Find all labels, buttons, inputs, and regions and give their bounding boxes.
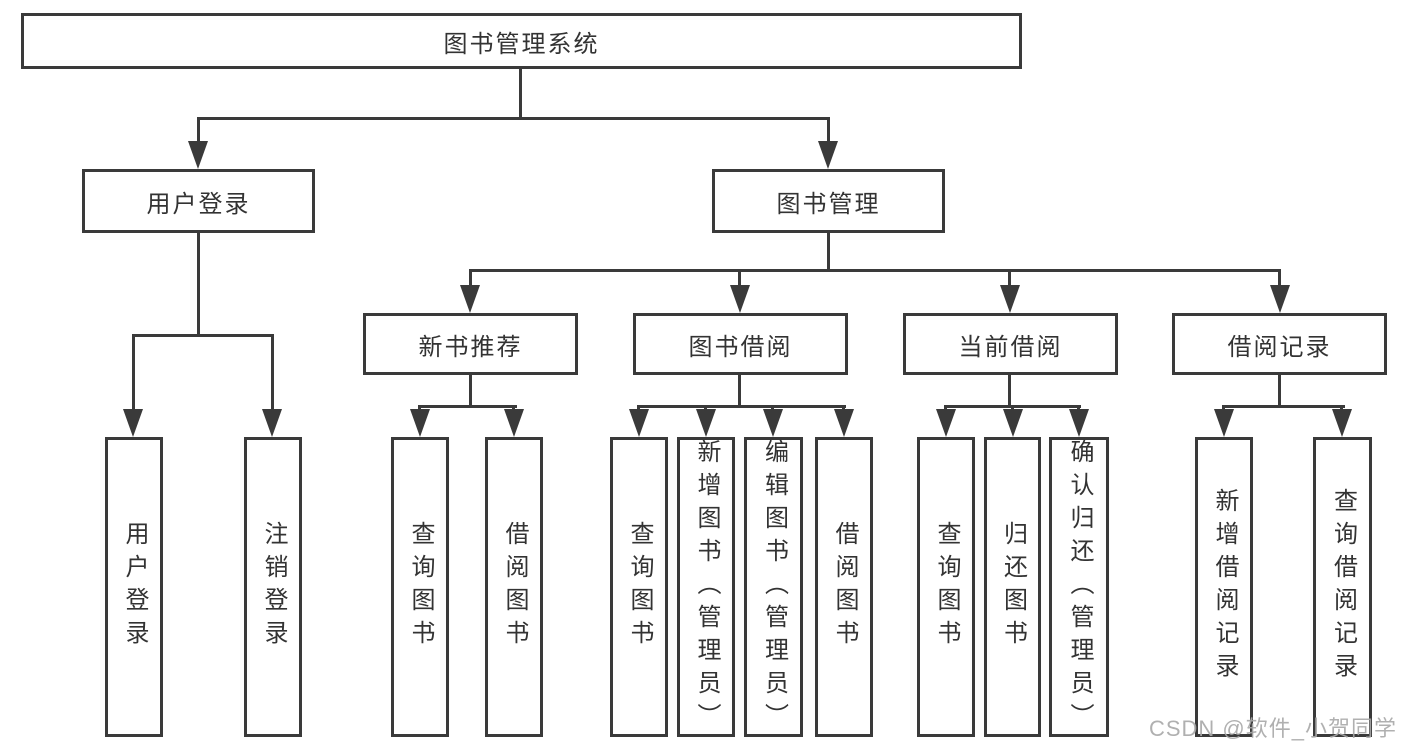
leaf-user-login: 用户登录 bbox=[105, 437, 163, 737]
connector-current-down bbox=[1008, 375, 1011, 407]
connector-management-down bbox=[827, 233, 830, 271]
leaf-query-books-recommend: 查询图书 bbox=[391, 437, 449, 737]
connector-stem-current bbox=[1008, 269, 1011, 288]
arrow-down-icon bbox=[1000, 285, 1020, 313]
arrow-down-icon bbox=[763, 409, 783, 437]
node-label: 图书借阅 bbox=[688, 333, 793, 361]
node-label: 查询图书 bbox=[626, 521, 653, 653]
arrow-down-icon bbox=[834, 409, 854, 437]
leaf-borrow-books: 借阅图书 bbox=[815, 437, 873, 737]
connector-borrowing-down bbox=[738, 375, 741, 407]
connector-stem-user-login bbox=[197, 117, 200, 145]
leaf-borrow-books-recommend: 借阅图书 bbox=[485, 437, 543, 737]
connector-new-book-down bbox=[469, 375, 472, 407]
node-user-login: 用户登录 bbox=[82, 169, 315, 233]
arrow-down-icon bbox=[629, 409, 649, 437]
node-label: 借阅图书 bbox=[501, 521, 528, 653]
leaf-query-borrow-record: 查询借阅记录 bbox=[1313, 437, 1372, 737]
leaf-confirm-return-admin: 确认归还（管理员） bbox=[1049, 437, 1109, 737]
arrow-down-icon bbox=[1214, 409, 1234, 437]
leaf-return-books: 归还图书 bbox=[984, 437, 1041, 737]
node-label: 新增图书（管理员） bbox=[693, 438, 720, 736]
node-label: 用户登录 bbox=[121, 521, 148, 653]
node-label: 用户登录 bbox=[146, 190, 251, 218]
connector-borrowing-horizontal bbox=[637, 405, 846, 408]
node-label: 归还图书 bbox=[999, 521, 1027, 653]
node-current-borrowing: 当前借阅 bbox=[903, 313, 1118, 375]
leaf-query-books-current: 查询图书 bbox=[917, 437, 975, 737]
arrow-down-icon bbox=[730, 285, 750, 313]
connector-new-book-horizontal bbox=[418, 405, 517, 408]
arrow-down-icon bbox=[936, 409, 956, 437]
node-label: 图书管理系统 bbox=[443, 30, 600, 58]
node-label: 借阅记录 bbox=[1227, 333, 1332, 361]
arrow-down-icon bbox=[504, 409, 524, 437]
node-label: 新增借阅记录 bbox=[1211, 488, 1238, 686]
connector-login-horizontal bbox=[132, 334, 274, 337]
arrow-down-icon bbox=[1332, 409, 1352, 437]
csdn-watermark: CSDN @软件_小贺同学 bbox=[1148, 716, 1397, 741]
arrow-down-icon bbox=[262, 409, 282, 437]
node-new-book-recommendation: 新书推荐 bbox=[363, 313, 578, 375]
leaf-edit-book-admin: 编辑图书（管理员） bbox=[744, 437, 803, 737]
leaf-add-book-admin: 新增图书（管理员） bbox=[677, 437, 735, 737]
leaf-add-borrow-record: 新增借阅记录 bbox=[1195, 437, 1253, 737]
node-book-management: 图书管理 bbox=[712, 169, 945, 233]
node-label: 查询借阅记录 bbox=[1329, 488, 1357, 686]
leaf-query-books-borrowing: 查询图书 bbox=[610, 437, 668, 737]
node-label: 查询图书 bbox=[407, 521, 434, 653]
arrow-down-icon bbox=[188, 141, 208, 169]
connector-login-down bbox=[197, 233, 200, 336]
connector-stem-leaf-logout bbox=[271, 334, 274, 412]
arrow-down-icon bbox=[818, 141, 838, 169]
node-label: 当前借阅 bbox=[958, 333, 1063, 361]
node-label: 查询图书 bbox=[933, 521, 960, 653]
node-label: 确认归还（管理员） bbox=[1066, 438, 1093, 736]
connector-stem-records bbox=[1278, 269, 1281, 288]
connector-stem-leaf-user-login bbox=[132, 334, 135, 412]
arrow-down-icon bbox=[123, 409, 143, 437]
connector-stem-borrowing bbox=[738, 269, 741, 288]
connector-level2-horizontal bbox=[197, 117, 830, 120]
leaf-logout: 注销登录 bbox=[244, 437, 302, 737]
node-label: 编辑图书（管理员） bbox=[760, 438, 788, 736]
connector-stem-book-management bbox=[827, 117, 830, 145]
node-label: 图书管理 bbox=[776, 190, 881, 218]
arrow-down-icon bbox=[460, 285, 480, 313]
node-label: 新书推荐 bbox=[418, 333, 523, 361]
node-label: 借阅图书 bbox=[831, 521, 858, 653]
connector-records-horizontal bbox=[1222, 405, 1345, 408]
arrow-down-icon bbox=[410, 409, 430, 437]
node-book-borrowing: 图书借阅 bbox=[633, 313, 848, 375]
connector-records-down bbox=[1278, 375, 1281, 407]
arrow-down-icon bbox=[1003, 409, 1023, 437]
node-label: 注销登录 bbox=[260, 521, 287, 653]
node-borrowing-records: 借阅记录 bbox=[1172, 313, 1387, 375]
connector-modules-horizontal bbox=[469, 269, 1281, 272]
arrow-down-icon bbox=[696, 409, 716, 437]
connector-stem-new-book bbox=[469, 269, 472, 288]
connector-root-down bbox=[519, 69, 522, 119]
arrow-down-icon bbox=[1069, 409, 1089, 437]
node-library-management-system: 图书管理系统 bbox=[21, 13, 1022, 69]
arrow-down-icon bbox=[1270, 285, 1290, 313]
